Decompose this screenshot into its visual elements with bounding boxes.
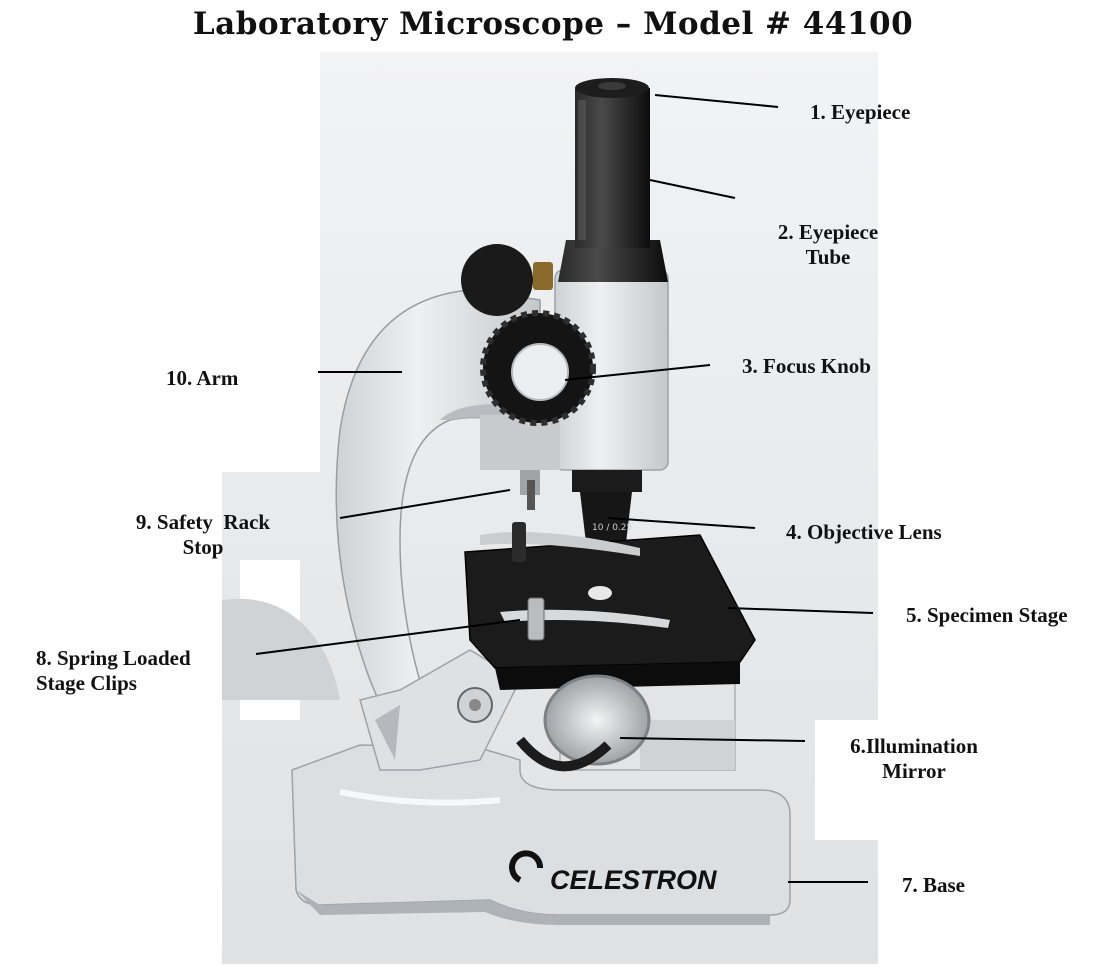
label-stage-clips-line1: 8. Spring Loaded [36,646,191,671]
label-mirror-line2: Mirror [826,759,1002,784]
label-specimen-stage: 5. Specimen Stage [906,603,1068,628]
label-safety-rack-stop: 9. Safety Rack Stop [118,510,288,560]
label-arm: 10. Arm [166,366,238,391]
label-rack-stop-line1: 9. Safety Rack [118,510,288,535]
label-mirror-line1: 6.Illumination [826,734,1002,759]
label-stage-clips-line2: Stage Clips [36,671,191,696]
objective-marking: 10 / 0.25 [592,523,632,533]
label-eyepiece-tube: 2. Eyepiece Tube [758,220,898,270]
label-rack-stop-line2: Stop [118,535,288,560]
label-eyepiece-tube-line1: 2. Eyepiece [758,220,898,245]
label-stage-clips: 8. Spring Loaded Stage Clips [36,646,191,696]
label-eyepiece-tube-line2: Tube [758,245,898,270]
label-focus-knob: 3. Focus Knob [742,354,871,379]
label-base: 7. Base [902,873,965,898]
brand-text: CELESTRON [550,865,717,895]
label-eyepiece: 1. Eyepiece [810,100,910,125]
label-objective-lens: 4. Objective Lens [786,520,942,545]
label-illumination-mirror: 6.Illumination Mirror [826,734,1002,784]
